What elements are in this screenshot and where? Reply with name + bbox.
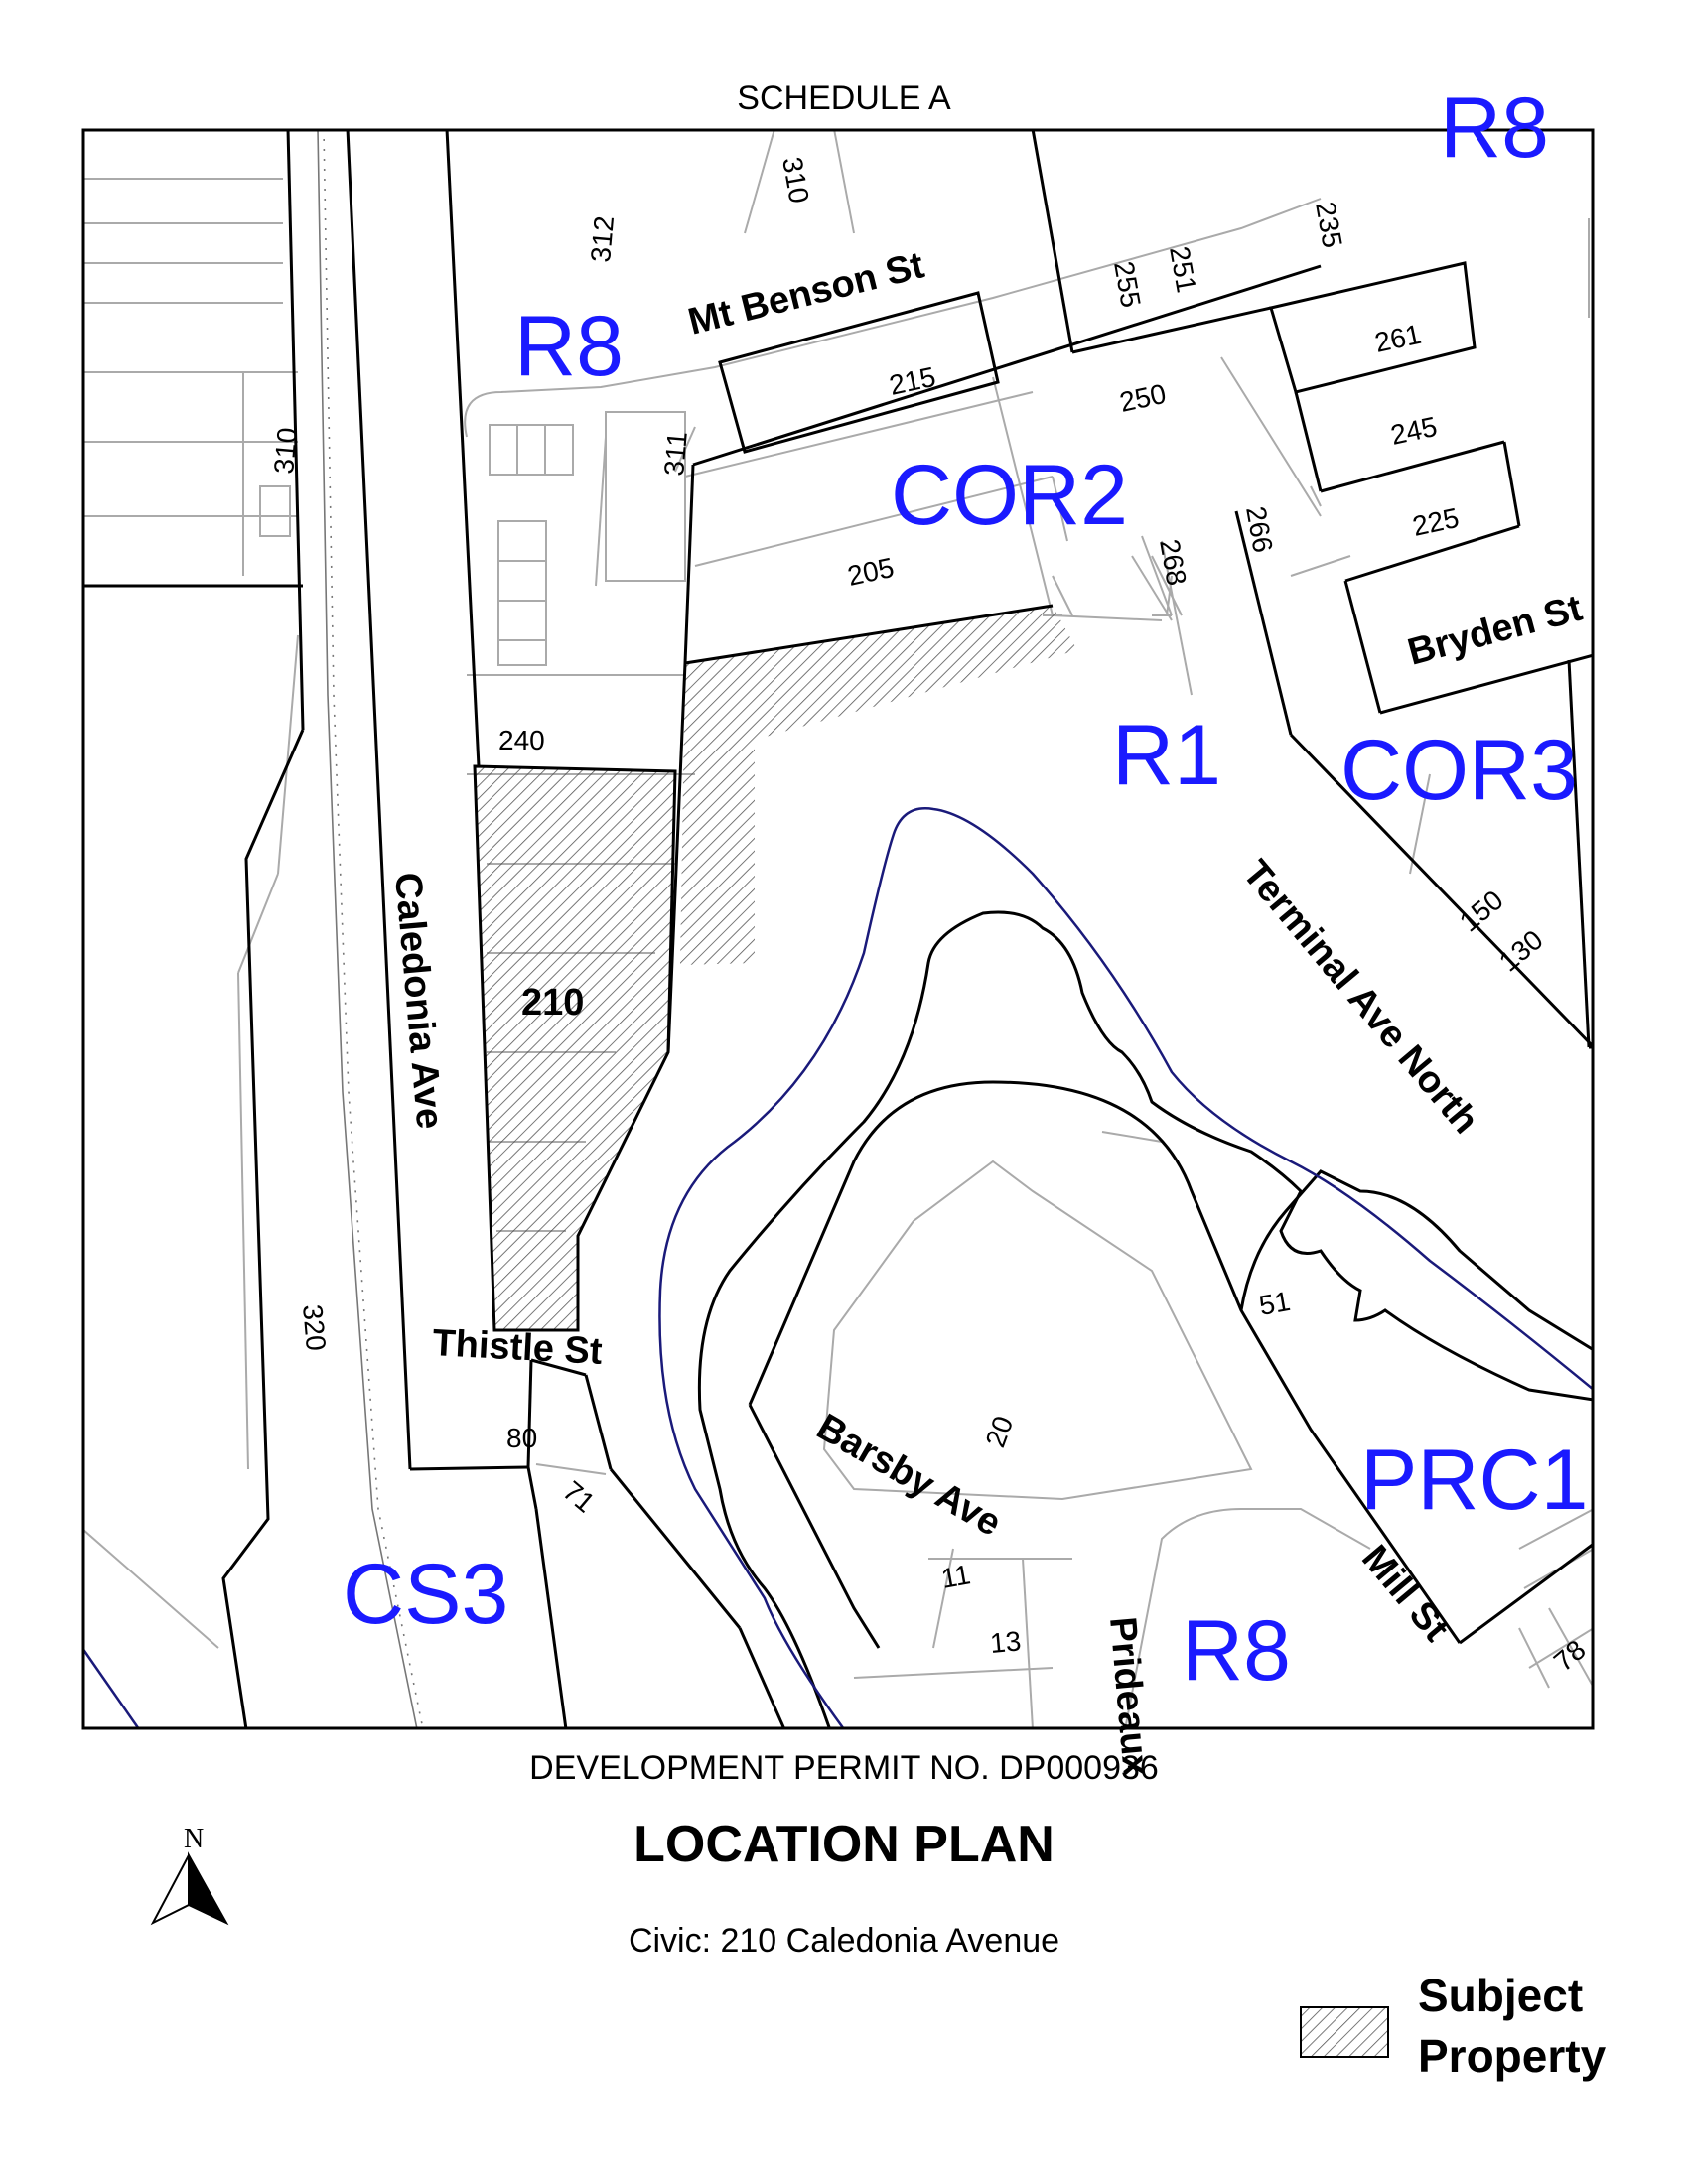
zone-label-cor2: COR2 [891,448,1128,543]
civic-number: 240 [498,725,545,755]
civic-number: 205 [845,552,897,592]
roadway-loop [748,1080,1594,1649]
railway [317,129,424,1729]
civic-number: 71 [557,1475,601,1519]
civic-number: 250 [1117,378,1169,418]
civic-number: 311 [658,430,693,477]
civic-number: 20 [980,1412,1020,1451]
subject-property [473,606,1077,1332]
zone-label-r8-south: R8 [1182,1603,1291,1699]
street-label-mill: Mill St [1353,1538,1457,1650]
location-map: R8 COR2 R1 COR3 PRC1 CS3 R8 R8 Mt Benson… [81,80,1595,1778]
street-label-mt-benson: Mt Benson St [684,244,928,343]
zone-label-cor3: COR3 [1340,723,1578,818]
building-footprints [259,411,686,666]
road-outlines [82,129,1594,1729]
street-label-barsby: Barsby Ave [810,1406,1009,1545]
schedule-title: SCHEDULE A [737,79,951,117]
zone-label-r8-north: R8 [514,299,624,394]
civic-number: 215 [887,361,938,401]
civic-number: 251 [1164,244,1202,295]
map-frame [81,128,1595,1730]
river-line-west [82,1647,141,1729]
plan-title: LOCATION PLAN [633,1816,1055,1873]
shoreline [697,910,1594,1728]
legend-swatch [1300,2006,1389,2058]
civic-number: 225 [1410,502,1462,542]
legend-label-line2: Property [1418,2030,1607,2082]
legend-label-line1: Subject [1418,1970,1584,2021]
street-label-caledonia: Caledonia Ave [386,871,450,1131]
civic-number: 11 [939,1559,973,1594]
civic-number: 268 [1154,537,1193,588]
street-label-thistle: Thistle St [432,1322,604,1373]
civic-number: 255 [1108,259,1147,310]
civic-number: 245 [1388,411,1440,451]
zone-label-r1: R1 [1112,708,1221,803]
civic-number: 150 [1454,885,1509,938]
subject-civic-number: 210 [521,982,584,1024]
civic-number: 310 [776,155,815,205]
permit-number: DEVELOPMENT PERMIT NO. DP000936 [529,1749,1159,1787]
zone-label-prc1: PRC1 [1360,1433,1588,1528]
civic-number: 13 [989,1625,1023,1659]
north-arrow-icon: N [150,1824,229,1926]
civic-number: 51 [1257,1286,1293,1321]
civic-number: 261 [1372,319,1424,358]
civic-number: 235 [1310,200,1348,250]
civic-number: 80 [506,1423,537,1453]
north-arrow-label: N [184,1824,204,1854]
lot-lines [82,129,1594,1729]
civic-address: Civic: 210 Caledonia Avenue [628,1922,1060,1960]
river-line [658,807,1594,1729]
civic-number: 310 [268,426,303,475]
civic-number: 130 [1493,924,1549,978]
civic-number: 312 [585,214,620,263]
street-label-bryden: Bryden St [1403,588,1587,674]
zone-label-partial: R8 [1440,80,1549,176]
zone-label-cs3: CS3 [343,1547,508,1642]
civic-number: 320 [297,1303,332,1352]
